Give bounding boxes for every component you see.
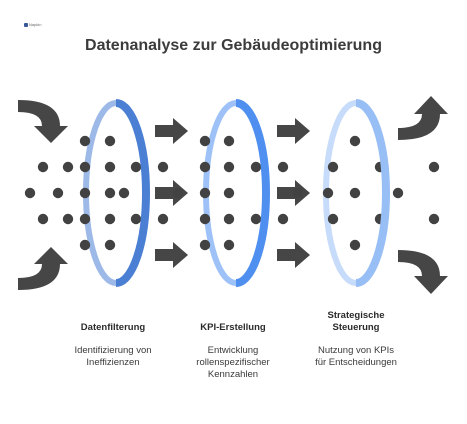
data-dot xyxy=(327,213,339,225)
data-dot xyxy=(172,187,184,199)
straight-arrow-icon xyxy=(277,242,310,268)
filter-ring-front xyxy=(355,99,390,287)
data-dot xyxy=(118,187,130,199)
data-dot xyxy=(104,161,116,173)
data-dot xyxy=(157,161,169,173)
curved-arrow-in-bottom-icon xyxy=(18,247,68,290)
stage-title: Strategische Steuerung xyxy=(327,310,385,333)
data-dot xyxy=(157,213,169,225)
data-dot xyxy=(250,213,262,225)
data-dot xyxy=(79,161,91,173)
stage-title: KPI-Erstellung xyxy=(200,322,266,333)
data-dot xyxy=(79,135,91,147)
data-dot xyxy=(322,187,334,199)
logo-text: Napkin xyxy=(29,22,42,27)
data-dot xyxy=(223,161,235,173)
stage-kpi-erstellung: KPI-Erstellung Entwicklung rollenspezifi… xyxy=(165,322,301,381)
data-dot xyxy=(199,239,211,251)
stage-title: Datenfilterung xyxy=(80,322,146,333)
stage-datenfilterung: Datenfilterung Identifizierung von Ineff… xyxy=(45,322,181,369)
data-dot xyxy=(104,187,116,199)
filter-ring-front xyxy=(235,99,270,287)
data-dot xyxy=(428,213,440,225)
page-title: Datenanalyse zur Gebäudeoptimierung xyxy=(85,37,382,54)
filter-ring-front xyxy=(115,99,150,287)
stage-description: Nutzung von KPIs für Entscheidungen xyxy=(315,345,397,368)
data-dot xyxy=(392,187,404,199)
curved-arrow-out-bottom-icon xyxy=(398,250,448,294)
straight-arrow-icon xyxy=(155,118,188,144)
data-dot xyxy=(223,135,235,147)
stage-description: Entwicklung rollenspezifischer Kennzahle… xyxy=(196,345,270,380)
data-dot xyxy=(37,161,49,173)
data-dot xyxy=(104,239,116,251)
data-dot xyxy=(130,213,142,225)
data-dot xyxy=(52,187,64,199)
brand-logo: Napkin xyxy=(24,22,41,27)
data-dot xyxy=(292,187,304,199)
curved-arrow-out-top-icon xyxy=(398,96,448,140)
data-dot xyxy=(199,213,211,225)
data-dot xyxy=(349,135,361,147)
data-dot xyxy=(327,161,339,173)
stage-strategische-steuerung: Strategische Steuerung Nutzung von KPIs … xyxy=(288,310,424,369)
data-dot xyxy=(104,213,116,225)
data-dot xyxy=(62,213,74,225)
logo-mark-icon xyxy=(24,22,28,27)
data-dot xyxy=(199,135,211,147)
curved-arrow-in-top-icon xyxy=(18,100,68,143)
data-dot xyxy=(24,187,36,199)
data-dot xyxy=(223,239,235,251)
data-dot xyxy=(130,161,142,173)
data-dot xyxy=(79,187,91,199)
data-dot xyxy=(349,187,361,199)
data-dot xyxy=(223,187,235,199)
data-dot xyxy=(104,135,116,147)
data-dot xyxy=(62,161,74,173)
data-dot xyxy=(79,213,91,225)
data-dot xyxy=(277,213,289,225)
data-dot xyxy=(199,161,211,173)
straight-arrow-icon xyxy=(155,180,188,206)
data-dot xyxy=(250,161,262,173)
data-dot xyxy=(349,239,361,251)
data-dot xyxy=(199,187,211,199)
straight-arrow-icon xyxy=(277,118,310,144)
data-dot xyxy=(277,161,289,173)
data-dot xyxy=(37,213,49,225)
data-dot xyxy=(428,161,440,173)
data-dot xyxy=(223,213,235,225)
data-dot xyxy=(79,239,91,251)
straight-arrow-icon xyxy=(155,242,188,268)
stage-description: Identifizierung von Ineffizienzen xyxy=(74,345,152,368)
